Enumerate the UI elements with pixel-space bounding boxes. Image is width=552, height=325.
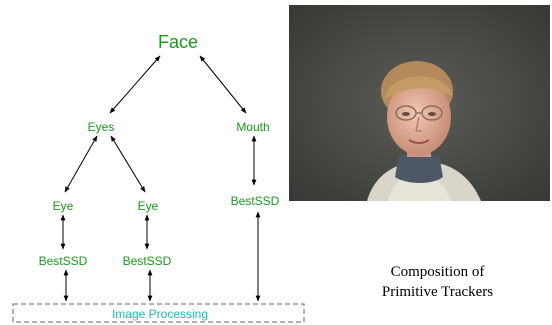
figure-caption: Composition of Primitive Trackers [350,262,525,302]
eyes-eye-left-arrow [64,135,98,193]
node-eye-left: Eye [53,199,74,213]
face-mouth-arrow [199,55,247,114]
node-eyes: Eyes [88,120,115,134]
person-face-illustration [289,5,550,201]
node-bestssd-right: BestSSD [123,254,172,268]
node-bestssd-mouth: BestSSD [231,194,280,208]
eyes-eye-right-arrow [110,135,146,193]
node-mouth: Mouth [236,120,269,134]
video-frame-photo [289,5,550,201]
node-image-processing: Image Processing [112,307,208,321]
face-eyes-arrow [109,55,161,114]
node-eye-right: Eye [138,199,159,213]
caption-line-1: Composition of [390,264,485,280]
image-processing-box [12,303,305,323]
caption-line-2: Primitive Trackers [381,284,494,300]
node-face: Face [158,32,198,52]
node-bestssd-left: BestSSD [39,254,88,268]
